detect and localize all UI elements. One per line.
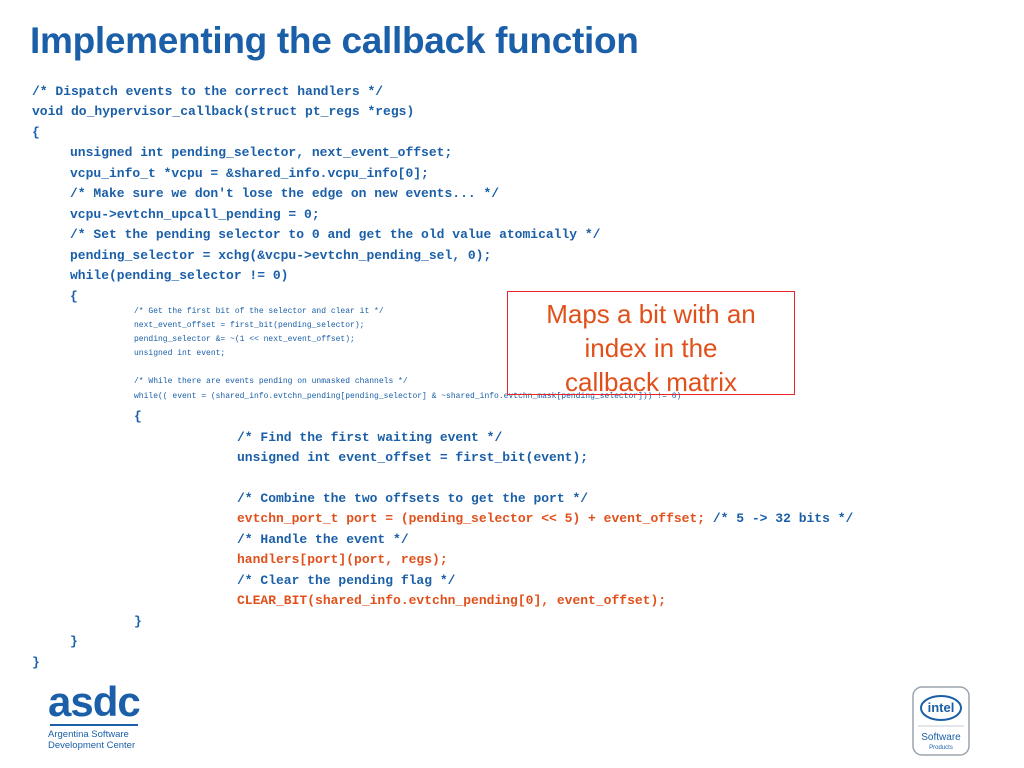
code-line: CLEAR_BIT(shared_info.evtchn_pending[0],… — [237, 593, 667, 608]
code-line: } — [134, 614, 142, 629]
callout-line-3: callback matrix — [565, 367, 737, 397]
code-line: } — [70, 634, 78, 649]
intel-software-icon: intel Software Products — [912, 686, 970, 756]
code-line: pending_selector = xchg(&vcpu->evtchn_pe… — [70, 248, 492, 263]
code-line: vcpu->evtchn_upcall_pending = 0; — [70, 207, 320, 222]
code-line: /* Find the first waiting event */ — [237, 430, 503, 445]
intel-software-text: Software — [921, 732, 961, 743]
code-line: vcpu_info_t *vcpu = &shared_info.vcpu_in… — [70, 166, 429, 181]
code-line: { — [134, 409, 142, 424]
slide-title: Implementing the callback function — [30, 20, 639, 61]
code-line: void do_hypervisor_callback(struct pt_re… — [32, 104, 415, 119]
code-line: next_event_offset = first_bit(pending_se… — [134, 321, 365, 330]
asdc-wordmark: asdc — [48, 678, 141, 725]
code-line: /* Combine the two offsets to get the po… — [237, 491, 589, 506]
asdc-subtitle-line-2: Development Center — [48, 740, 136, 751]
asdc-subtitle-line-1: Argentina Software — [48, 729, 129, 740]
intel-software-logo: intel Software Products — [912, 686, 970, 756]
code-line: /* Clear the pending flag */ — [237, 573, 456, 588]
asdc-logo: asdc Argentina Software Development Cent… — [48, 678, 148, 758]
callout-box: Maps a bit with an index in the callback… — [507, 291, 795, 397]
code-line: pending_selector &= ~(1 << next_event_of… — [134, 335, 355, 344]
code-line: unsigned int event_offset = first_bit(ev… — [237, 450, 589, 465]
callout-line-1: Maps a bit with an — [546, 299, 756, 329]
code-line: handlers[port](port, regs); — [237, 552, 448, 567]
code-line: /* Handle the event */ — [237, 532, 409, 547]
asdc-underline — [50, 724, 138, 726]
code-line: evtchn_port_t port = (pending_selector <… — [237, 511, 854, 526]
code-line: /* Set the pending selector to 0 and get… — [70, 227, 601, 242]
code-block: /* Dispatch events to the correct handle… — [32, 84, 854, 670]
code-line-comment: /* 5 -> 32 bits */ — [705, 511, 854, 526]
code-line: } — [32, 655, 40, 670]
code-line: /* Make sure we don't lose the edge on n… — [70, 186, 500, 201]
code-line: /* While there are events pending on unm… — [134, 377, 408, 386]
code-line: unsigned int event; — [134, 349, 226, 358]
code-line: unsigned int pending_selector, next_even… — [70, 145, 453, 160]
code-line: /* Dispatch events to the correct handle… — [32, 84, 384, 99]
code-line: /* Get the first bit of the selector and… — [134, 307, 384, 316]
code-line: while(( event = (shared_info.evtchn_pend… — [134, 392, 682, 401]
intel-products-text: Products — [929, 745, 953, 751]
code-line: { — [70, 289, 78, 304]
code-line: { — [32, 125, 40, 140]
intel-brand-text: intel — [928, 700, 955, 715]
callout-line-2: index in the — [584, 333, 718, 363]
code-line: while(pending_selector != 0) — [70, 268, 289, 283]
